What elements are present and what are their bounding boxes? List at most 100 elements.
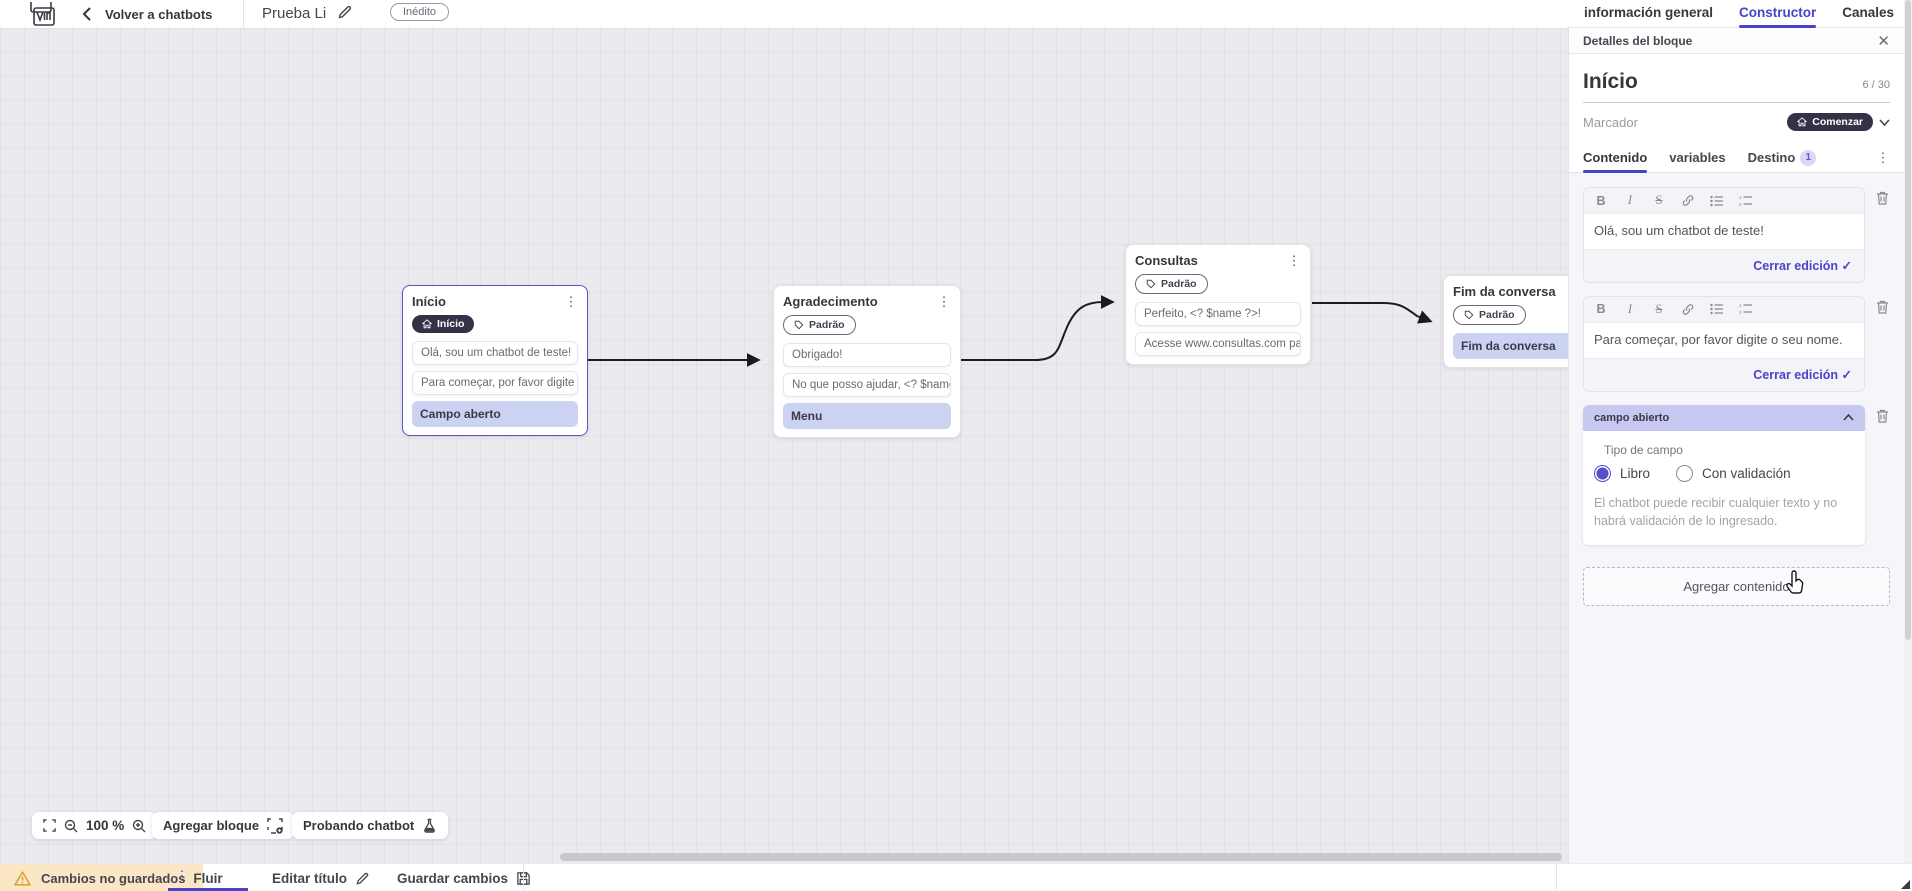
numbered-list-icon[interactable]: 12 [1739, 303, 1753, 315]
edit-title-bottom-button[interactable]: Editar título [272, 864, 370, 891]
radio-libro[interactable]: Libro [1594, 464, 1650, 482]
top-bar: Volver a chatbots Prueba Li Inédito info… [0, 0, 1912, 28]
italic-icon[interactable]: I [1627, 301, 1633, 316]
node-content-item[interactable]: No que posso ajudar, <? $name ... [783, 373, 951, 397]
bold-icon[interactable]: B [1596, 193, 1606, 208]
edit-title-label: Editar título [272, 870, 347, 886]
back-to-chatbots[interactable]: Volver a chatbots [82, 0, 212, 28]
radio-selected-icon [1594, 464, 1611, 482]
numbered-list-icon[interactable]: 12 [1739, 195, 1753, 207]
default-badge: Padrão [783, 315, 856, 335]
open-field-header[interactable]: campo abierto [1583, 404, 1865, 431]
panel-top-tabs: información general Constructor Canales [1568, 0, 1904, 28]
panel-block-info: Início 6 / 30 Marcador Comenzar [1569, 54, 1904, 143]
flow-node-fim[interactable]: Fim da conversa Padrão Fim da conversa [1443, 275, 1568, 368]
zoom-level: 100 % [86, 818, 125, 833]
tab-constructor[interactable]: Constructor [1739, 0, 1817, 28]
test-chatbot-button[interactable]: Probando chatbot [292, 812, 449, 839]
add-block-label: Agregar bloque [163, 818, 260, 833]
flow-tab-fluir[interactable]: Fluir [168, 864, 248, 891]
flow-connectors [588, 295, 1433, 367]
panel-section-tabs: Contenido variables Destino 1 ⋮ [1569, 143, 1904, 173]
node-content-item[interactable]: Acesse www.consultas.com par... [1135, 332, 1301, 356]
app-logo-icon [30, 2, 55, 26]
panel-vertical-scrollbar[interactable] [1904, 0, 1912, 863]
message-text[interactable]: Para começar, por favor digite o seu nom… [1584, 322, 1864, 358]
flow-canvas[interactable]: Início ⋮ Início Olá, sou um chatbot de t… [0, 28, 1568, 865]
flow-node-consultas[interactable]: Consultas ⋮ Padrão Perfeito, <? $name ?>… [1125, 244, 1311, 365]
flow-node-agradecimento[interactable]: Agradecimento ⋮ Padrão Obrigado! No que … [773, 285, 961, 438]
node-content-item[interactable]: Para começar, por favor digite o ... [412, 371, 578, 395]
close-panel-button[interactable]: ✕ [1877, 32, 1890, 50]
panel-header: Detalles del bloque ✕ [1569, 28, 1904, 54]
tab-variables[interactable]: variables [1669, 149, 1726, 165]
close-edit-button[interactable]: Cerrar edición ✓ [1753, 258, 1852, 273]
tab-canales[interactable]: Canales [1842, 4, 1895, 20]
link-icon[interactable] [1681, 194, 1695, 207]
default-badge: Padrão [1135, 274, 1208, 294]
link-icon[interactable] [1681, 303, 1695, 316]
node-content-item[interactable]: Olá, sou um chatbot de teste! [412, 341, 578, 365]
flow-node-inicio[interactable]: Início ⋮ Início Olá, sou um chatbot de t… [402, 285, 588, 436]
block-name-input[interactable]: Início [1583, 70, 1638, 93]
edit-title-button[interactable] [337, 4, 353, 20]
bullet-list-icon[interactable] [1710, 303, 1724, 315]
svg-text:1: 1 [1739, 195, 1742, 200]
delete-content-button[interactable] [1875, 299, 1890, 315]
bottombar-divider [523, 864, 524, 891]
field-type-label: Tipo de campo [1604, 442, 1683, 457]
italic-icon[interactable]: I [1627, 193, 1633, 207]
flask-icon [424, 818, 436, 833]
app-logo[interactable] [28, 2, 58, 28]
char-counter: 6 / 30 [1862, 79, 1890, 91]
strikethrough-icon[interactable]: S [1655, 301, 1663, 316]
close-edit-button[interactable]: Cerrar edición ✓ [1753, 367, 1852, 382]
save-changes-button[interactable]: Guardar cambios [397, 864, 531, 891]
tag-icon [794, 320, 804, 330]
bottom-bar: Cambios no guardados ⋮ Fluir Editar títu… [0, 863, 1912, 891]
chatbot-title: Prueba Li [262, 5, 327, 22]
strikethrough-icon[interactable]: S [1655, 193, 1663, 207]
bullet-list-icon[interactable] [1710, 195, 1724, 207]
trash-icon [1877, 409, 1888, 423]
message-text[interactable]: Olá, sou um chatbot de teste! [1584, 214, 1864, 249]
scrollbar-thumb[interactable] [1905, 0, 1911, 640]
radio-con-validacion[interactable]: Con validación [1676, 464, 1791, 482]
delete-open-field-button[interactable] [1875, 408, 1890, 424]
bold-icon[interactable]: B [1596, 302, 1606, 317]
warning-icon [14, 870, 31, 886]
open-field-block: campo abierto Tipo de campo Libro [1583, 404, 1890, 546]
topbar-divider [243, 0, 244, 28]
marker-select[interactable]: Comenzar [1787, 113, 1890, 131]
node-menu-icon[interactable]: ⋮ [937, 294, 951, 309]
tab-destino[interactable]: Destino 1 [1748, 143, 1817, 173]
node-open-field-item[interactable]: Campo aberto [412, 401, 578, 427]
node-title: Consultas [1135, 253, 1198, 268]
node-menu-icon[interactable]: ⋮ [564, 294, 578, 309]
tab-contenido[interactable]: Contenido [1583, 143, 1648, 173]
node-menu-item[interactable]: Menu [783, 403, 951, 429]
delete-content-button[interactable] [1875, 190, 1890, 206]
canvas-horizontal-scrollbar[interactable] [560, 853, 1562, 861]
tab-informacion-general[interactable]: información general [1584, 4, 1714, 20]
node-content-item[interactable]: Obrigado! [783, 343, 951, 367]
flow-menu-icon[interactable]: ⋮ [175, 868, 189, 883]
unsaved-changes-banner: Cambios no guardados [0, 864, 204, 891]
node-content-item[interactable]: Perfeito, <? $name ?>! [1135, 302, 1301, 326]
node-end-item[interactable]: Fim da conversa [1453, 333, 1568, 359]
add-content-button[interactable]: Agregar contenido [1583, 567, 1890, 607]
resize-corner-handle[interactable] [1901, 880, 1910, 889]
add-block-button[interactable]: Agregar bloque [152, 812, 295, 839]
zoom-out-icon[interactable] [64, 819, 78, 833]
panel-tabs-menu-icon[interactable]: ⋮ [1876, 150, 1890, 165]
chevron-down-icon [1879, 118, 1890, 126]
node-menu-icon[interactable]: ⋮ [1287, 253, 1301, 268]
save-changes-label: Guardar cambios [397, 870, 509, 886]
marker-value-pill[interactable]: Comenzar [1787, 113, 1873, 131]
zoom-in-icon[interactable] [132, 819, 146, 833]
fullscreen-icon[interactable] [43, 819, 56, 832]
